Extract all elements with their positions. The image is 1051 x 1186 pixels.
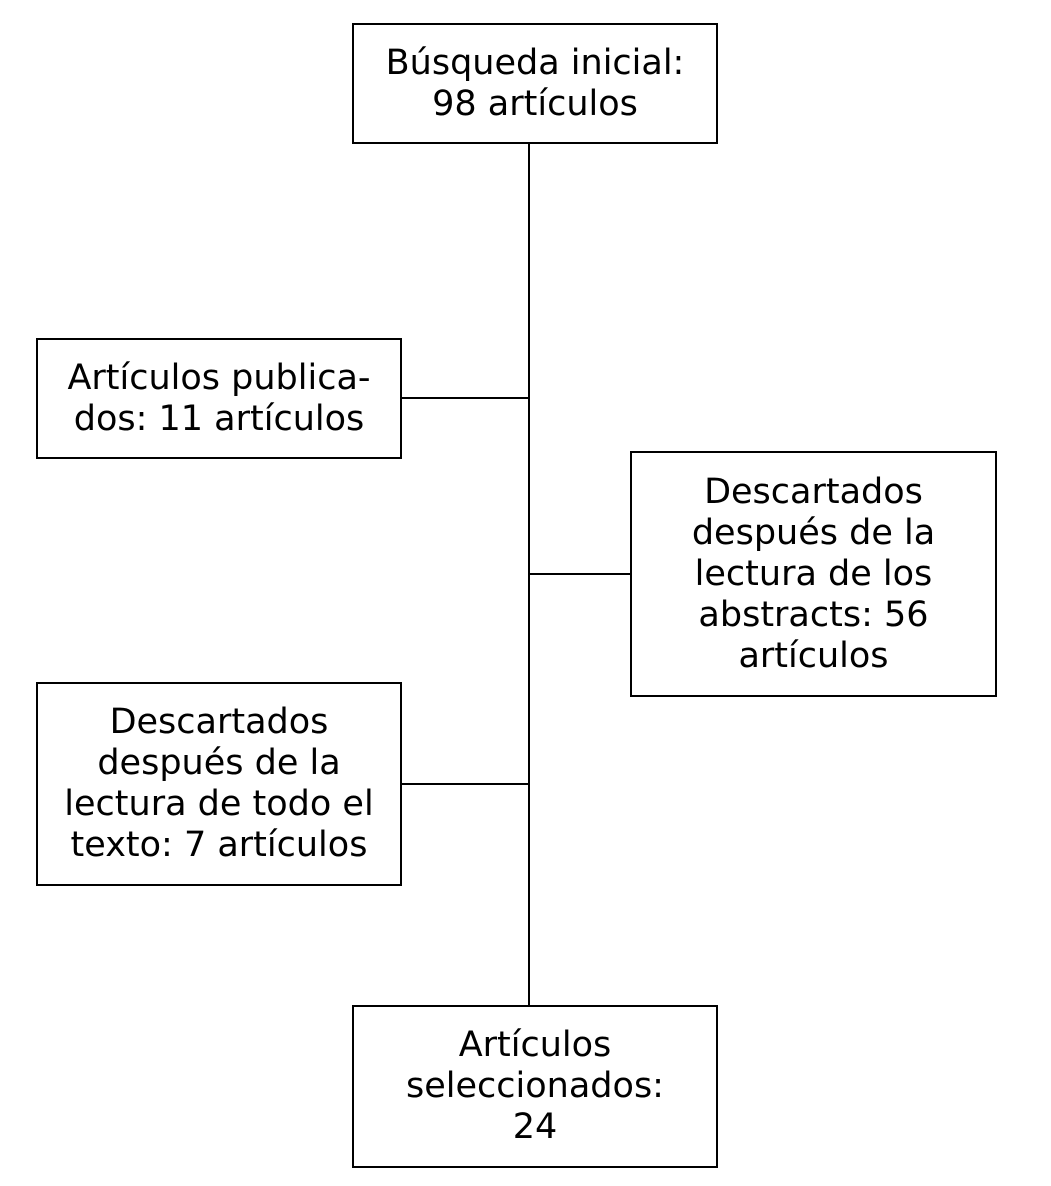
main-vertical-connector bbox=[528, 143, 530, 1008]
initial-search-text: Búsqueda inicial: 98 artículos bbox=[386, 43, 685, 125]
published-articles-text: Artículos publica- dos: 11 artículos bbox=[67, 358, 370, 440]
discarded-abstracts-line-3: lectura de los bbox=[694, 553, 933, 594]
selected-articles-box: Artículos seleccionados: 24 bbox=[352, 1005, 718, 1168]
discarded-abstracts-line-5: artículos bbox=[738, 635, 889, 676]
selected-line-1: Artículos bbox=[458, 1025, 612, 1065]
initial-search-line-2: 98 artículos bbox=[432, 83, 638, 124]
discarded-abstracts-line-1: Descartados bbox=[704, 471, 923, 512]
discarded-abstracts-line-2: después de la bbox=[691, 512, 936, 553]
published-line-1: Artículos publica- bbox=[67, 357, 371, 398]
published-articles-box: Artículos publica- dos: 11 artículos bbox=[36, 338, 402, 459]
discarded-abstracts-connector bbox=[529, 573, 632, 575]
published-connector bbox=[401, 397, 529, 399]
selected-line-2: seleccionados: bbox=[406, 1066, 664, 1106]
discarded-fulltext-line-4: texto: 7 artículos bbox=[70, 825, 368, 865]
discarded-fulltext-line-2: después de la bbox=[97, 743, 341, 783]
discarded-fulltext-connector bbox=[401, 783, 529, 785]
discarded-fulltext-line-3: lectura de todo el bbox=[64, 784, 374, 824]
discarded-fulltext-box: Descartados después de la lectura de tod… bbox=[36, 682, 402, 886]
selected-line-3: 24 bbox=[512, 1107, 558, 1147]
discarded-fulltext-text: Descartados después de la lectura de tod… bbox=[64, 702, 373, 866]
discarded-abstracts-line-4: abstracts: 56 bbox=[698, 594, 929, 635]
discarded-abstracts-text: Descartados después de la lectura de los… bbox=[692, 472, 935, 677]
initial-search-box: Búsqueda inicial: 98 artículos bbox=[352, 23, 718, 144]
discarded-abstracts-box: Descartados después de la lectura de los… bbox=[630, 451, 997, 697]
initial-search-line-1: Búsqueda inicial: bbox=[385, 42, 685, 83]
published-line-2: dos: 11 artículos bbox=[73, 398, 365, 439]
discarded-fulltext-line-1: Descartados bbox=[109, 702, 329, 742]
selected-articles-text: Artículos seleccionados: 24 bbox=[406, 1025, 664, 1148]
